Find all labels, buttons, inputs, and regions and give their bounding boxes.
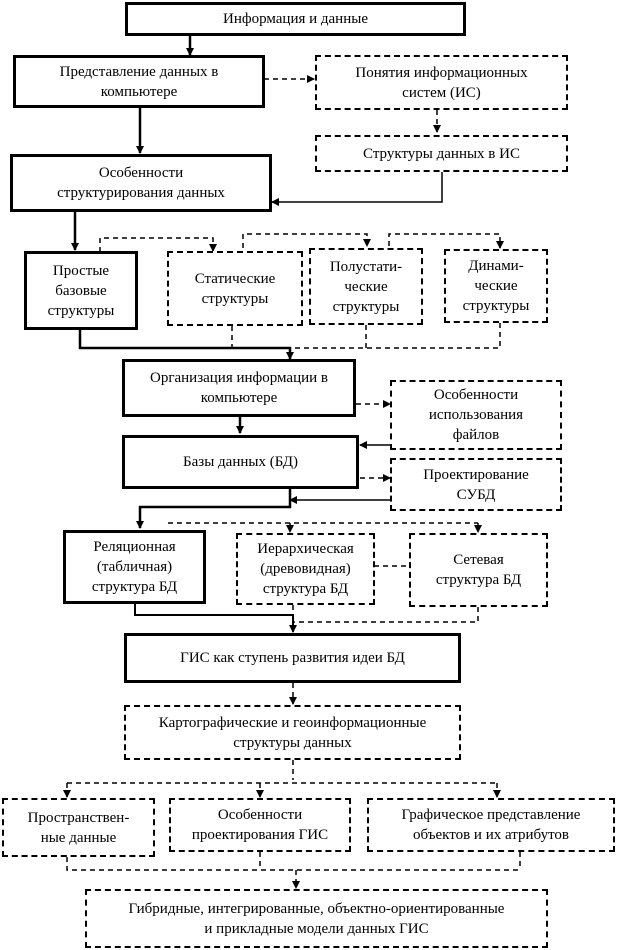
node-static-structures: Статические структуры (167, 251, 303, 326)
arrow-isstruct-to-features (271, 172, 443, 206)
node-simple-base-structures: Простые базовые структуры (24, 251, 138, 330)
arrow-static-to-semistatic (242, 233, 371, 248)
node-graphic-representation: Графическое представление объектов и их … (367, 798, 615, 852)
node-relational-structure: Реляционная (табличная) структура БД (63, 530, 206, 604)
line-network-bottom (293, 607, 479, 623)
arrow-simple-to-static (99, 237, 217, 252)
node-data-representation: Представление данных в компьютере (13, 55, 265, 108)
arrow-to-hierarchical (168, 522, 478, 532)
node-structuring-features: Особенности структурирования данных (10, 154, 272, 212)
node-dynamic-structures: Динами- ческие структуры (444, 249, 548, 323)
node-carto-structures: Картографические и геоинформационные стр… (124, 705, 461, 760)
arrow-db-to-relational (136, 489, 292, 529)
node-dbms-design: Проектирование СУБД (390, 458, 562, 511)
node-is-structures: Структуры данных в ИС (315, 135, 568, 172)
node-semistatic-structures: Полустати- ческие структуры (309, 248, 423, 325)
node-gis-stage: ГИС как ступень развития идеи БД (124, 633, 461, 683)
node-is-concepts: Понятия информационных систем (ИС) (315, 55, 568, 110)
node-hybrid-models: Гибридные, интегрированные, объектно-ори… (85, 889, 548, 948)
line-dynamic-bottom (290, 323, 501, 349)
arrow-simple-to-org (78, 330, 294, 360)
node-info-organization: Организация информации в компьютере (122, 359, 356, 417)
arrow-relational-to-gis (134, 604, 297, 633)
line-spatial-bottom (66, 857, 520, 871)
node-hierarchical-structure: Иерархическая (древовидная) структура БД (236, 533, 375, 605)
node-spatial-data: Пространствен- ные данные (2, 798, 155, 857)
node-file-features: Особенности использования файлов (390, 380, 562, 450)
arrow-semistatic-to-dynamic (388, 233, 504, 249)
node-info-data: Информация и данные (125, 2, 466, 36)
node-gis-design-features: Особенности проектирования ГИС (169, 798, 351, 852)
node-network-structure: Сетевая структура БД (409, 533, 548, 607)
node-databases: Базы данных (БД) (122, 435, 359, 489)
